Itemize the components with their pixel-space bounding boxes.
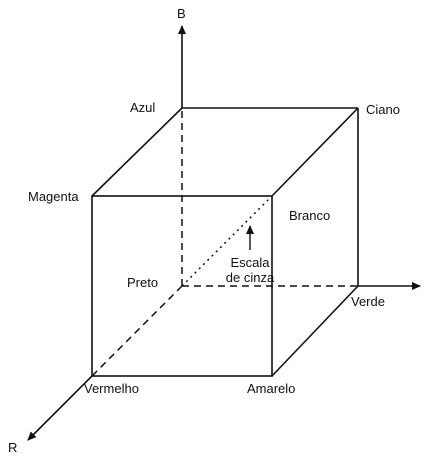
vertex-label-black: Preto bbox=[127, 275, 159, 290]
vertex-label-white: Branco bbox=[289, 208, 331, 223]
axis-r-label: R bbox=[8, 440, 18, 455]
edge-yellow-green bbox=[271, 285, 359, 377]
grayscale-label-line1: Escala bbox=[230, 255, 270, 270]
hidden-edge-black-red bbox=[91, 285, 183, 377]
vertex-label-cyan: Ciano bbox=[366, 102, 400, 117]
front-face bbox=[91, 195, 273, 377]
vertex-label-red: Vermelho bbox=[84, 381, 139, 396]
grayscale-label-line2: de cinza bbox=[225, 270, 275, 285]
vertex-label-green: Verde bbox=[351, 294, 385, 309]
axis-r-arrow bbox=[27, 375, 93, 441]
edge-white-cyan bbox=[271, 107, 359, 197]
grayscale-label: Escala de cinza bbox=[214, 255, 286, 285]
vertex-label-blue: Azul bbox=[130, 100, 156, 115]
vertex-label-yellow: Amarelo bbox=[247, 381, 296, 396]
edge-magenta-blue bbox=[91, 107, 183, 197]
axis-b-label: B bbox=[177, 6, 186, 21]
vertex-label-magenta: Magenta bbox=[28, 189, 79, 204]
